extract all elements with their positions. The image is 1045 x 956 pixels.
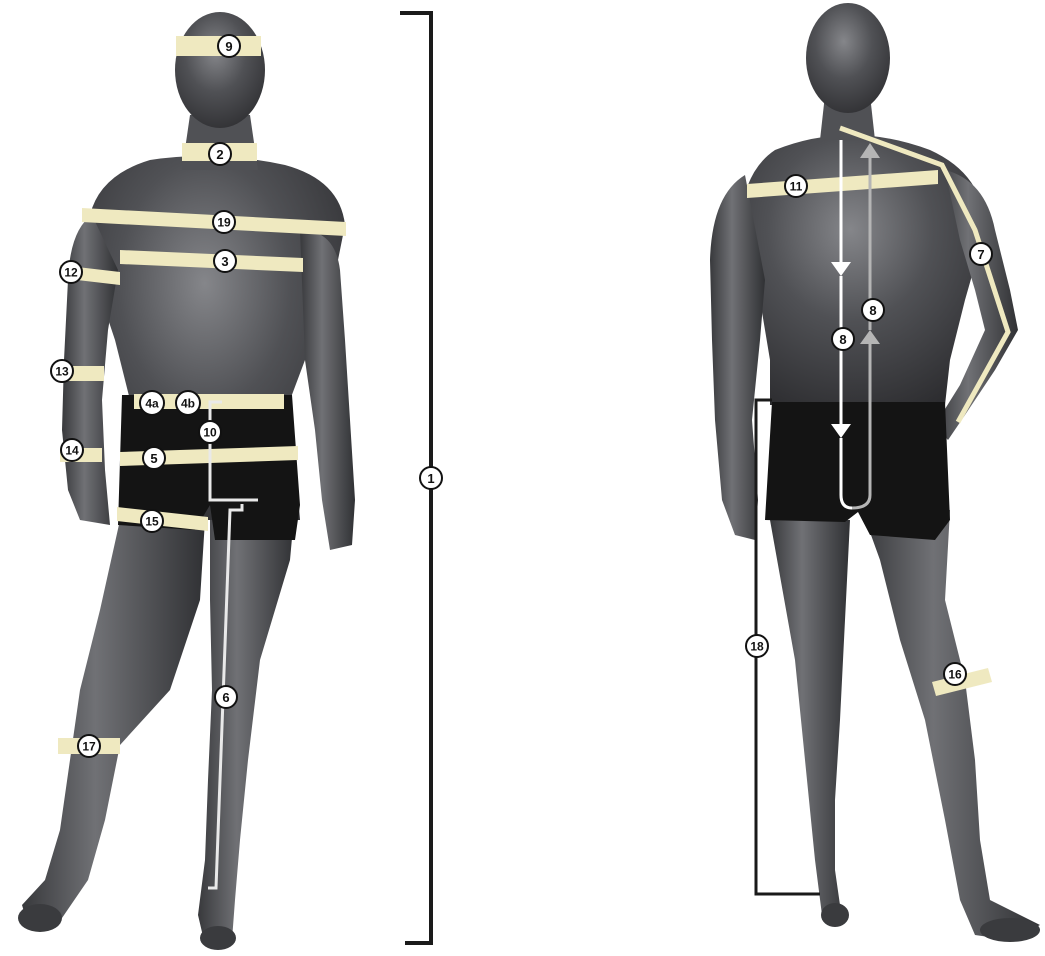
label-tag-text: 17 [82,740,96,754]
back-head [806,3,890,113]
label-tag-5: 5 [143,447,165,469]
front-viewer-right-arm [300,230,355,550]
front-right-leg [198,505,295,945]
label-tag-11: 11 [785,175,807,197]
label-tag-3: 3 [214,250,236,272]
label-tag-7: 7 [970,243,992,265]
label-tag-text: 10 [203,426,217,440]
label-tag-text: 4a [145,397,159,411]
back-right-leg [862,510,1040,940]
label-tag-text: 2 [216,147,223,162]
front-left-foot [18,904,62,932]
label-tag-10: 10 [199,421,221,443]
label-tag-text: 14 [65,444,79,458]
back-left-foot [821,903,849,927]
label-tag-text: 5 [150,451,157,466]
label-tag-18: 18 [746,635,768,657]
label-tag-text: 4b [181,397,195,411]
front-head [175,12,265,128]
label-tag-text: 11 [790,180,803,194]
label-tag-text: 12 [64,266,78,280]
label-tag-15: 15 [141,510,163,532]
label-tag-text: 3 [221,254,228,269]
back-right-foot [980,918,1040,942]
label-tag-1: 1 [420,467,442,489]
label-tag-16: 16 [944,663,966,685]
label-tag-text: 9 [225,39,232,54]
label-tag-text: 15 [145,515,159,529]
label-tag-text: 6 [222,690,229,705]
label-tag-text: 16 [948,668,962,682]
label-tag-9: 9 [218,35,240,57]
back-mannequin [710,3,1040,942]
label-tag-text: 8 [839,332,846,347]
label-tag-4a: 4a [140,391,164,415]
label-tag-6: 6 [215,686,237,708]
front-left-leg [22,520,205,925]
label-tag-13: 13 [51,360,73,382]
label-tag-text: 19 [217,216,231,230]
back-shorts [765,402,950,540]
label-tag-text: 8 [869,303,876,318]
label-tag-4b: 4b [176,391,200,415]
label-tag-12: 12 [60,261,82,283]
label-tag-text: 13 [55,365,69,379]
label-tag-8: 8 [862,299,884,321]
label-tag-8: 8 [832,328,854,350]
back-left-leg [770,520,850,925]
label-tag-2: 2 [209,143,231,165]
label-tag-19: 19 [213,211,235,233]
label-tag-text: 18 [750,640,764,654]
label-tag-text: 7 [977,247,984,262]
label-tag-14: 14 [61,439,83,461]
front-right-foot [200,926,236,950]
front-mannequin [18,12,355,950]
label-tag-text: 1 [427,471,434,486]
label-tag-17: 17 [78,735,100,757]
